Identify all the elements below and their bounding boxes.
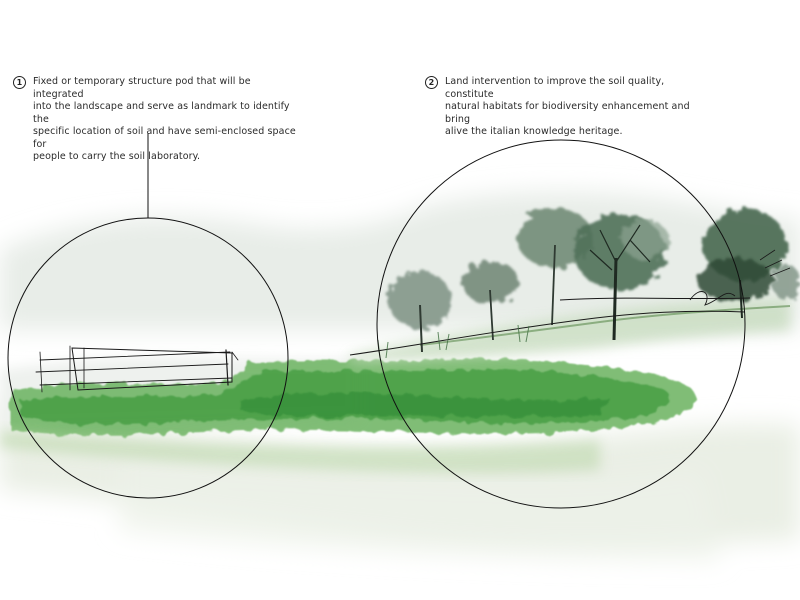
tree-trunk: [489, 289, 494, 341]
branch-sketch: [589, 224, 651, 271]
path-line: [559, 297, 751, 301]
annotation-1-text: Fixed or temporary structure pod that wi…: [33, 76, 296, 162]
tree-trunk: [551, 244, 556, 326]
number-badge-1: 1: [13, 76, 26, 89]
number-badge-2: 2: [425, 76, 438, 89]
tree-canopy: [517, 208, 593, 268]
annotation-2: 2 Land intervention to improve the soil …: [425, 76, 705, 139]
tree-group: [388, 208, 800, 353]
distant-meadow: [350, 300, 790, 362]
annotation-1: 1 Fixed or temporary structure pod that …: [13, 76, 303, 164]
scribble-line: [689, 291, 736, 306]
callout-circle-2: [376, 139, 746, 509]
path-line: [349, 310, 746, 356]
tree-canopy: [697, 258, 773, 302]
tree-canopy: [621, 220, 669, 260]
grass-band: [0, 359, 696, 474]
scribble-line: [759, 249, 791, 277]
tree-canopy: [772, 264, 800, 300]
annotation-2-text: Land intervention to improve the soil qu…: [445, 76, 690, 137]
tree-canopy: [462, 260, 518, 304]
tree-trunk: [612, 257, 618, 341]
tree-canopy: [388, 272, 452, 328]
meadow-strokes: [419, 305, 791, 346]
structure-pod-sketch: [35, 345, 239, 393]
